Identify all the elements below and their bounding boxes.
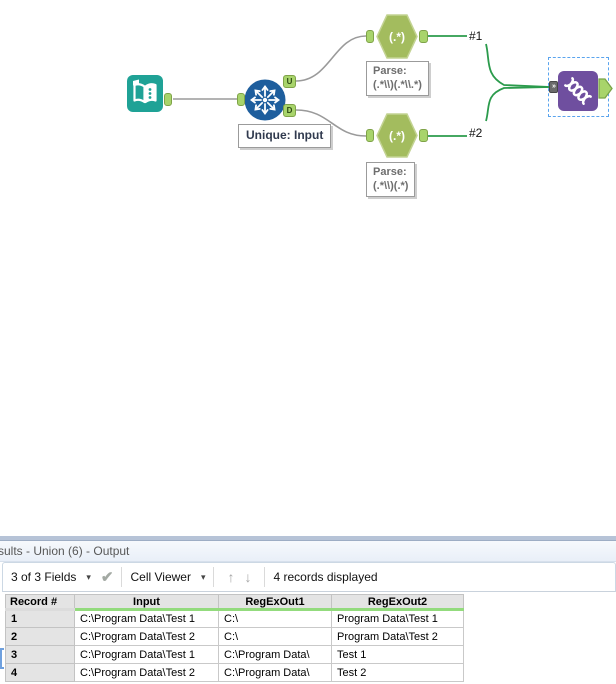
input-data-tool[interactable] <box>127 75 163 112</box>
move-up-button[interactable]: ↑ <box>227 569 235 585</box>
annotation-line: Parse: <box>373 166 407 178</box>
fields-dropdown[interactable]: 3 of 3 Fields ▾ <box>11 570 91 584</box>
regex1-annotation[interactable]: Parse: (.*\\)(.*\\.*) <box>366 61 429 96</box>
union-output-anchor[interactable] <box>598 78 613 99</box>
column-header[interactable]: RegExOut2 <box>331 594 464 611</box>
cell[interactable]: C:\ <box>218 609 332 628</box>
cell[interactable]: C:\Program Data\ <box>218 645 332 664</box>
wire-unique-u-to-regex1[interactable] <box>295 35 367 82</box>
regex-icon-label: (.*) <box>389 129 405 143</box>
union-tool[interactable] <box>558 71 598 111</box>
cell[interactable]: Test 2 <box>331 663 464 682</box>
regex2-annotation[interactable]: Parse: (.*\\)(.*) <box>366 162 416 197</box>
cell[interactable]: C:\Program Data\Test 2 <box>74 663 219 682</box>
unique-annotation[interactable]: Unique: Input <box>238 124 332 148</box>
annotation-line: (.*\\)(.*\\.*) <box>373 79 422 92</box>
unique-u-anchor[interactable]: U <box>283 75 296 88</box>
cell[interactable]: C:\Program Data\Test 2 <box>74 627 219 646</box>
annotation-line: Parse: <box>373 65 407 77</box>
regex-tool-bottom[interactable]: (.*) <box>376 113 418 158</box>
cell[interactable]: C:\Program Data\ <box>218 663 332 682</box>
records-displayed-label: 4 records displayed <box>273 570 378 584</box>
cell[interactable]: Test 1 <box>331 645 464 664</box>
cell[interactable]: Program Data\Test 1 <box>331 609 464 628</box>
regex-icon-label: (.*) <box>389 30 405 44</box>
toolbar-separator <box>264 567 266 587</box>
regex1-output-anchor[interactable] <box>419 30 428 43</box>
cell-viewer-dropdown[interactable]: Cell Viewer ▾ <box>130 570 205 584</box>
results-toolbar: 3 of 3 Fields ▾ ✔ Cell Viewer ▾ ↑ ↓ 4 re… <box>2 562 616 592</box>
input-output-anchor[interactable] <box>164 93 172 106</box>
cell[interactable]: Program Data\Test 2 <box>331 627 464 646</box>
unique-input-anchor[interactable] <box>237 93 245 106</box>
column-header[interactable]: RegExOut1 <box>218 594 332 611</box>
regex2-input-anchor[interactable] <box>366 129 374 142</box>
wire-1-to-union[interactable] <box>485 43 551 88</box>
toolbar-separator <box>121 567 123 587</box>
cell[interactable]: C:\Program Data\Test 1 <box>74 609 219 628</box>
unique-d-anchor[interactable]: D <box>283 104 296 117</box>
cell[interactable]: C:\ <box>218 627 332 646</box>
chevron-down-icon: ▾ <box>86 571 91 582</box>
row-number[interactable]: 3 <box>5 645 75 664</box>
chevron-down-icon: ▾ <box>200 571 206 582</box>
open-book-icon <box>133 79 157 104</box>
row-number[interactable]: 2 <box>5 627 75 646</box>
move-down-button[interactable]: ↓ <box>244 569 252 585</box>
wire-2-to-union[interactable] <box>485 86 551 122</box>
dna-helix-icon <box>564 77 592 105</box>
column-header[interactable]: Record # <box>5 594 75 611</box>
apply-check-icon[interactable]: ✔ <box>100 569 114 586</box>
toolbar-separator <box>213 567 215 587</box>
union-input-anchor[interactable]: » <box>549 81 558 93</box>
snowflake-icon <box>249 84 281 116</box>
current-row-indicator <box>0 648 4 669</box>
connection-label-2: #2 <box>468 126 484 140</box>
column-header[interactable]: Input <box>74 594 219 611</box>
row-number[interactable]: 1 <box>5 609 75 628</box>
regex-tool-top[interactable]: (.*) <box>376 14 418 59</box>
fields-dropdown-label: 3 of 3 Fields <box>11 570 77 584</box>
row-number[interactable]: 4 <box>5 663 75 682</box>
cell[interactable]: C:\Program Data\Test 1 <box>74 645 219 664</box>
unique-tool[interactable] <box>244 79 286 121</box>
regex2-output-anchor[interactable] <box>419 129 428 142</box>
annotation-line: (.*\\)(.*) <box>373 180 409 193</box>
workflow-canvas[interactable]: (.*) (.*) U D Unique: Input Parse: (.*\\… <box>0 0 616 536</box>
regex1-input-anchor[interactable] <box>366 30 374 43</box>
results-panel-title: sults - Union (6) - Output <box>0 541 616 562</box>
wire-unique-d-to-regex2[interactable] <box>295 109 367 137</box>
connection-label-1: #1 <box>468 29 484 43</box>
results-panel-title-text: sults - Union (6) - Output <box>0 544 130 558</box>
cell-viewer-label: Cell Viewer <box>130 570 191 584</box>
panel-top-border <box>0 536 616 541</box>
connections-layer <box>173 35 551 137</box>
